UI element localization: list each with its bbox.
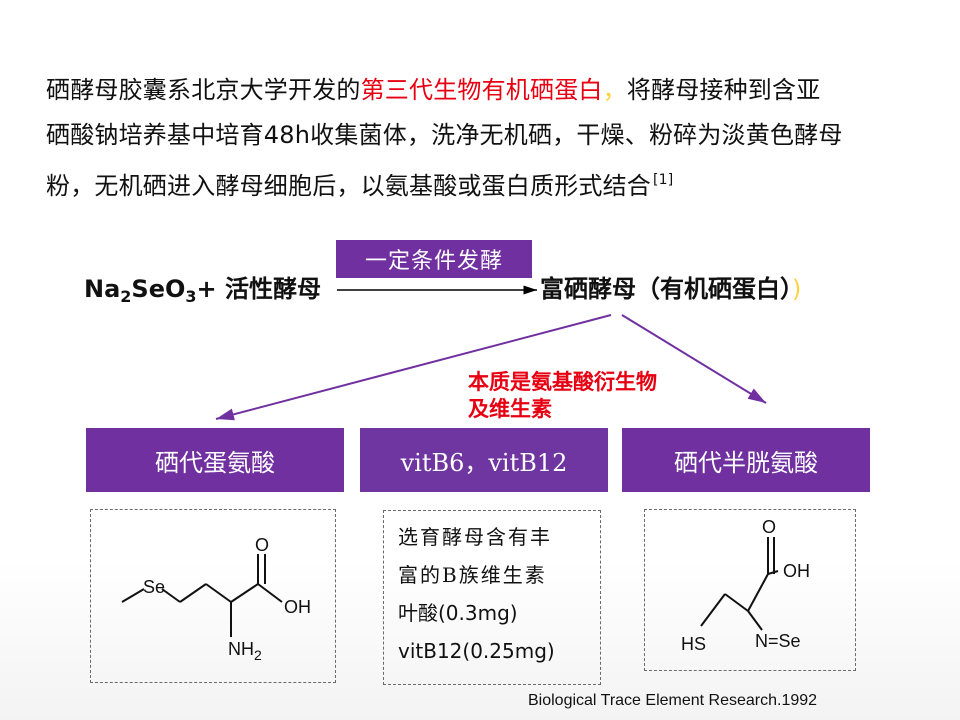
essence-note-line-2: 及维生素 bbox=[468, 397, 552, 421]
mol1-se-label: Se bbox=[143, 577, 165, 597]
reactant-sub-3: 3 bbox=[185, 287, 197, 306]
vitamin-b-label: vitB6，vitB12 bbox=[400, 448, 568, 477]
yellow-paren: ) bbox=[792, 275, 802, 303]
mol1-bond-5 bbox=[230, 583, 259, 603]
yellow-comma: ， bbox=[602, 76, 627, 104]
essence-note: 本质是氨基酸衍生物 及维生素 bbox=[468, 369, 657, 423]
reaction-reactants: Na2SeO3+ 活性酵母 bbox=[84, 269, 321, 306]
reactant-na: Na bbox=[84, 275, 121, 303]
intro-line-3-text: 粉，无机硒进入酵母细胞后，以氨基酸或蛋白质形式结合 bbox=[46, 172, 651, 200]
mol1-bond-3 bbox=[179, 583, 207, 603]
intro-line-1: 硒酵母胶囊系北京大学开发的第三代生物有机硒蛋白，将酵母接种到含亚 bbox=[46, 68, 916, 113]
intro-line-1-post: 将酵母接种到含亚 bbox=[626, 76, 821, 104]
mol2-o-label: O bbox=[762, 517, 776, 537]
reactant-yeast: + 活性酵母 bbox=[196, 275, 321, 303]
vitamin-description-line-1: 选育酵母含有丰 bbox=[398, 525, 552, 549]
essence-note-line-1: 本质是氨基酸衍生物 bbox=[468, 370, 657, 394]
mol2-hs-label: HS bbox=[681, 634, 706, 654]
mol1-nh2-sub: 2 bbox=[254, 647, 262, 663]
reference-citation: Biological Trace Element Research.1992 bbox=[528, 692, 818, 709]
left-branch-arrow bbox=[215, 314, 612, 421]
selenomethionine-structure-frame bbox=[90, 509, 336, 683]
third-generation-highlight: 第三代生物有机硒蛋白 bbox=[360, 76, 603, 104]
mol1-bond-6 bbox=[257, 583, 283, 603]
reaction-product: 富硒酵母（有机硒蛋白）) bbox=[540, 269, 801, 304]
mol1-bond-2 bbox=[161, 588, 181, 603]
mol2-bond-sh bbox=[700, 593, 726, 627]
vitamin-description: 选育酵母含有丰 富的B族维生素 叶酸(0.3mg) vitB12(0.25mg) bbox=[398, 518, 555, 670]
intro-text: 硒酵母胶囊系北京大学开发的第三代生物有机硒蛋白，将酵母接种到含亚 硒酸钠培养基中… bbox=[46, 68, 916, 209]
mol1-bond-4 bbox=[205, 583, 232, 603]
mol2-bond-beta bbox=[724, 593, 749, 612]
mol2-bond-n bbox=[747, 610, 763, 631]
selenocysteine-structure: OH O HS N=Se bbox=[681, 517, 810, 654]
selenomethionine-structure: Se O OH NH2 bbox=[121, 535, 311, 663]
folic-acid-amount: 叶酸(0.3mg) bbox=[398, 601, 518, 625]
vitamin-b12-amount: vitB12(0.25mg) bbox=[398, 639, 555, 663]
mol1-oh-label: OH bbox=[284, 597, 311, 617]
vitamin-description-line-2: 富的B族维生素 bbox=[398, 563, 547, 587]
mol1-o-label: O bbox=[255, 535, 269, 555]
intro-line-1-pre: 硒酵母胶囊系北京大学开发的 bbox=[46, 76, 361, 104]
selenocysteine-structure-frame bbox=[644, 509, 856, 671]
selenocysteine-label: 硒代半胱氨酸 bbox=[674, 448, 818, 477]
mol1-nh2-label: NH2 bbox=[228, 639, 262, 663]
mol2-nse-label: N=Se bbox=[755, 631, 801, 651]
reactant-seo: SeO bbox=[131, 275, 186, 303]
selenocysteine-box: 硒代半胱氨酸 bbox=[622, 428, 870, 492]
mol2-oh-label: OH bbox=[783, 561, 810, 581]
selenium-yeast-product: 富硒酵母（有机硒蛋白） bbox=[540, 275, 792, 303]
fermentation-condition-box: 一定条件发酵 bbox=[336, 240, 532, 278]
mol1-nh-text: NH bbox=[228, 639, 254, 659]
mol2-bond-oh bbox=[767, 570, 779, 575]
intro-line-2: 硒酸钠培养基中培育48h收集菌体，洗净无机硒，干燥、粉碎为淡黄色酵母 bbox=[46, 121, 843, 149]
intro-line-3: 粉，无机硒进入酵母细胞后，以氨基酸或蛋白质形式结合[1] bbox=[46, 158, 916, 209]
mol2-bond-alpha bbox=[747, 573, 769, 612]
citation-superscript: [1] bbox=[653, 172, 674, 188]
vitamin-description-frame bbox=[383, 510, 601, 685]
selenomethionine-box: 硒代蛋氨酸 bbox=[86, 428, 344, 492]
mol1-bond-1 bbox=[121, 588, 145, 603]
right-branch-arrow bbox=[621, 314, 767, 404]
reactant-sub-2: 2 bbox=[120, 287, 132, 306]
fermentation-condition-label: 一定条件发酵 bbox=[364, 249, 503, 274]
vitamin-b-box: vitB6，vitB12 bbox=[360, 428, 608, 492]
selenomethionine-label: 硒代蛋氨酸 bbox=[155, 448, 275, 477]
